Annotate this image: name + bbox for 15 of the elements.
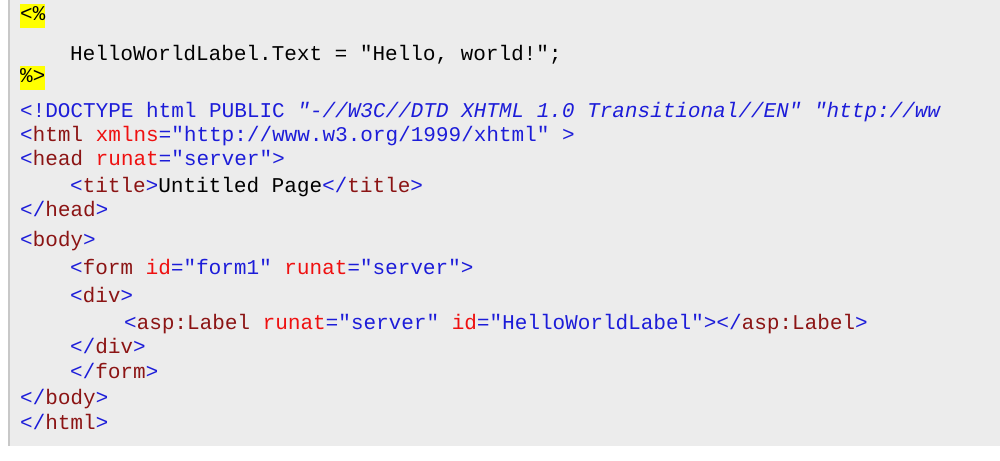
code-line: </body> — [20, 388, 108, 412]
code-line: <div> — [70, 286, 134, 310]
code-line: <title>Untitled Page</title> — [70, 176, 423, 200]
code-line: </head> — [20, 200, 108, 224]
code-line: <head runat="server"> — [20, 149, 285, 173]
code-delimiter: %> — [20, 66, 46, 90]
code-line: </div> — [70, 337, 146, 361]
code-line: <body> — [20, 230, 96, 254]
code-line: <asp:Label runat="server" id="HelloWorldLabel"></asp:Label> — [124, 313, 868, 337]
code-line: <form id="form1" runat="server"> — [70, 258, 474, 282]
code-line: <!DOCTYPE html PUBLIC "-//W3C//DTD XHTML 1.0 Transitional//EN" "http://ww — [20, 101, 940, 125]
code-line: </form> — [70, 362, 158, 386]
code-line: HelloWorldLabel.Text = "Hello, world!"; — [70, 44, 562, 68]
code-line: </html> — [20, 413, 108, 437]
code-line: <html xmlns="http://www.w3.org/1999/xhtml" > — [20, 125, 575, 149]
